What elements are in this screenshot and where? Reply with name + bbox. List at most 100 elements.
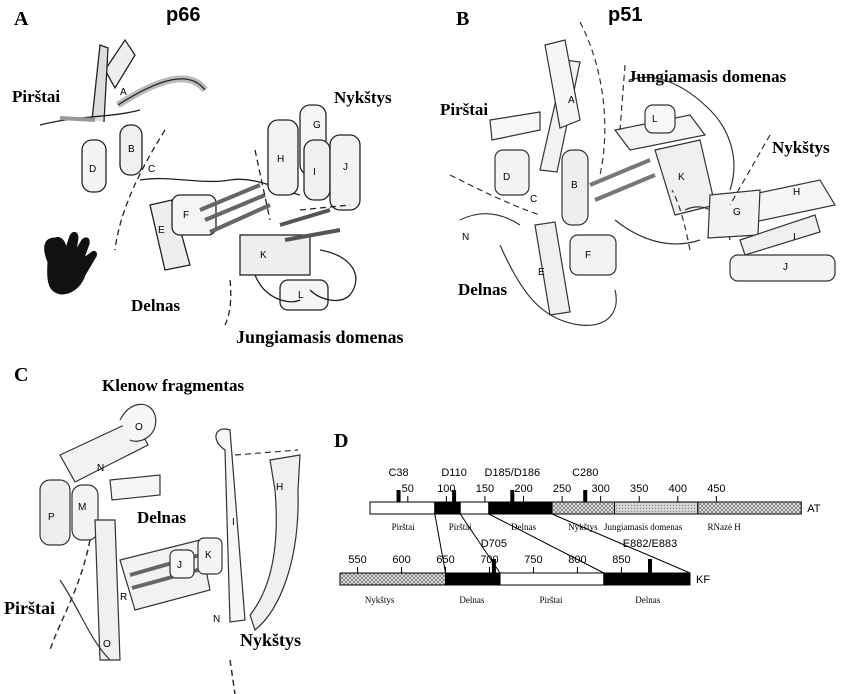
helix-h-label: H xyxy=(793,187,800,198)
kf-site-label: D705 xyxy=(481,538,507,550)
helix-r-label: R xyxy=(120,592,127,603)
rt-tick-label: 350 xyxy=(630,483,648,495)
kf-segment-0 xyxy=(340,573,446,585)
rt-segment-4 xyxy=(552,502,614,514)
helix-b-label: B xyxy=(128,144,135,155)
label-connection-domain: Jungiamasis domenas xyxy=(628,67,786,87)
helix-a-label: A xyxy=(568,95,575,106)
panel-b: B p51 xyxy=(440,0,854,350)
label-thumb: Nykštys xyxy=(334,88,392,108)
rt-segment-2 xyxy=(460,502,489,514)
kf-tick-label: 550 xyxy=(348,554,366,566)
rt-segment-3 xyxy=(489,502,552,514)
helix-i-shape xyxy=(216,429,245,622)
panel-a: A p66 xyxy=(0,0,420,350)
rt-segment-6 xyxy=(698,502,801,514)
helix-k-label: K xyxy=(205,550,212,561)
helix-i-label: I xyxy=(232,517,235,528)
rt-tick-label: 300 xyxy=(591,483,609,495)
helix-e-label: E xyxy=(158,225,165,236)
helix-n2-label: N xyxy=(213,614,220,625)
rt-tick-label: 200 xyxy=(514,483,532,495)
helix-i-shape xyxy=(304,140,330,200)
helix-p-shape xyxy=(40,480,70,545)
helix-g-label: G xyxy=(733,207,741,218)
rt-segment-label: RNazė H xyxy=(707,522,741,532)
label-palm: Delnas xyxy=(458,280,507,300)
helix-m-label: M xyxy=(78,502,86,513)
helix-d-label: D xyxy=(503,172,510,183)
helix-k-shape xyxy=(240,235,310,275)
helix-l-shape xyxy=(280,280,328,310)
rt-site-label: D110 xyxy=(441,467,466,479)
rt-segment-0 xyxy=(370,502,435,514)
kf-tick-label: 650 xyxy=(436,554,454,566)
rt-segment-label: Pirštai xyxy=(392,522,416,532)
helix-n-label: N xyxy=(462,232,469,243)
helix-j-label: J xyxy=(783,262,788,273)
label-connection-domain: Jungiamasis domenas xyxy=(236,327,404,348)
panel-c: C Klenow fragmentas N O P M O R xyxy=(0,360,330,694)
kf-segment-1 xyxy=(446,573,501,585)
helix-a-label: A xyxy=(120,87,127,98)
helix-j-shape xyxy=(170,550,194,578)
helix-f-label: F xyxy=(585,250,591,261)
helix-e-label: E xyxy=(538,267,545,278)
helix-l-shape xyxy=(645,105,675,133)
helix-f-shape xyxy=(570,235,616,275)
helix-n-label: N xyxy=(97,463,104,474)
kf-segment-label: Delnas xyxy=(459,595,484,605)
rt-tick-label: 400 xyxy=(669,483,687,495)
label-palm: Delnas xyxy=(137,508,186,528)
kf-segment-label: Delnas xyxy=(635,595,660,605)
helix-b-label: B xyxy=(571,180,578,191)
helix-h-label: H xyxy=(277,154,284,165)
helix-l-label: L xyxy=(298,290,304,301)
helix-c-label: C xyxy=(148,164,155,175)
helix-h-label: H xyxy=(276,482,283,493)
rt-site-marker xyxy=(510,490,514,502)
rt-tick-label: 150 xyxy=(476,483,494,495)
rt-tick-label: 250 xyxy=(553,483,571,495)
helix-i-label: I xyxy=(793,232,796,243)
rt-end-label: AT xyxy=(807,503,821,515)
rt-site-label: C280 xyxy=(572,467,598,479)
rt-segment-label: Jungiamasis domenas xyxy=(604,522,683,532)
helix-p-label: P xyxy=(48,512,55,523)
label-fingers: Pirštai xyxy=(12,87,60,107)
label-fingers: Pirštai xyxy=(4,598,55,619)
label-thumb: Nykštys xyxy=(772,138,830,158)
rt-site-marker xyxy=(397,490,401,502)
rt-site-marker xyxy=(583,490,587,502)
kf-segment-label: Pirštai xyxy=(540,595,564,605)
label-thumb: Nykštys xyxy=(240,630,301,651)
helix-o-label: O xyxy=(135,422,143,433)
helix-q-label: O xyxy=(103,639,111,650)
kf-tick-label: 600 xyxy=(392,554,410,566)
kf-site-marker xyxy=(648,559,652,573)
helix-h-shape xyxy=(250,455,300,630)
rt-site-label: C38 xyxy=(388,467,408,479)
hand-icon xyxy=(45,232,97,294)
helix-g-label: G xyxy=(313,120,321,131)
helix-i-label: I xyxy=(313,167,316,178)
rt-site-label: D185/D186 xyxy=(485,467,541,479)
helix-d-shape xyxy=(495,150,529,195)
helix-c-label: C xyxy=(530,194,537,205)
helix-d-label: D xyxy=(89,164,96,175)
helix-l-label: L xyxy=(652,114,658,125)
p66-structure-drawing: A B C D E F G H I J K L xyxy=(0,0,420,350)
label-palm: Delnas xyxy=(131,296,180,316)
rt-segment-1 xyxy=(435,502,460,514)
helix-j-label: J xyxy=(343,162,348,173)
rt-segment-5 xyxy=(615,502,698,514)
helix-f-label: F xyxy=(183,210,189,221)
kf-segment-2 xyxy=(500,573,604,585)
helix-k-label: K xyxy=(260,250,267,261)
kf-end-label: KF xyxy=(696,574,710,586)
helix-k-shape xyxy=(655,140,715,215)
kf-tick-label: 850 xyxy=(612,554,630,566)
helix-f-shape xyxy=(172,195,216,235)
